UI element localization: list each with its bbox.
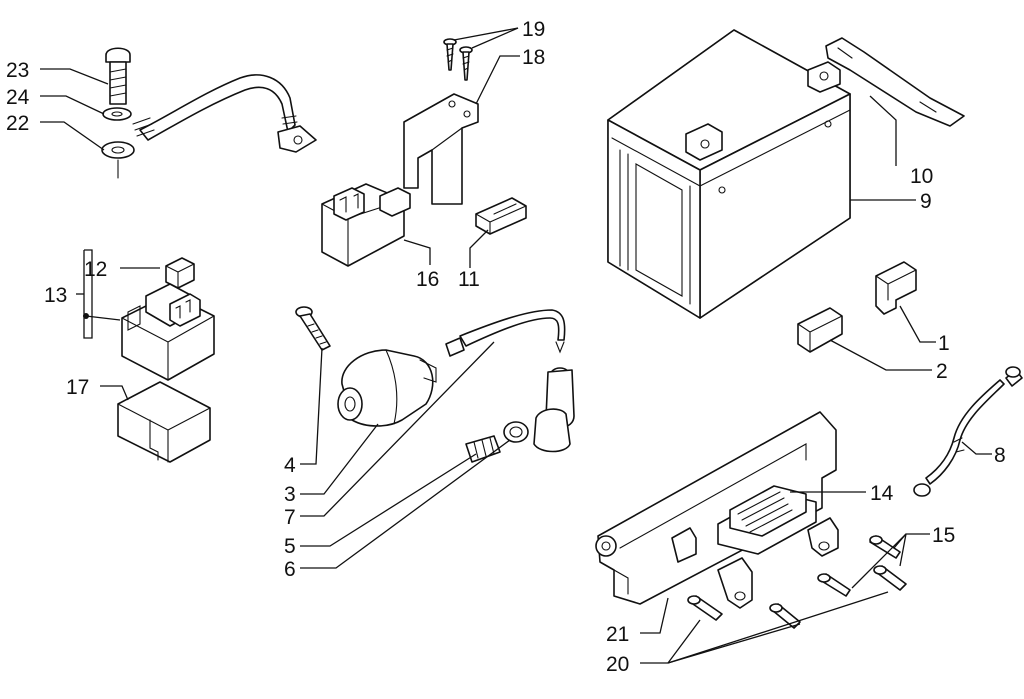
callout-7: 7 (284, 506, 296, 529)
callout-15: 15 (932, 524, 955, 547)
callout-5: 5 (284, 535, 296, 558)
screw-15b (873, 565, 907, 591)
callout-8: 8 (994, 444, 1006, 467)
boot-6 (503, 421, 529, 443)
callout-20: 20 (606, 653, 629, 676)
callout-3: 3 (284, 483, 296, 506)
relay-13 (121, 283, 215, 381)
ground-cable-assembly (132, 74, 317, 153)
cable-8 (913, 366, 1023, 497)
callout-13: 13 (44, 284, 67, 307)
regulator-14 (717, 485, 817, 555)
screw-19a (443, 38, 457, 71)
bolt-23 (105, 47, 131, 105)
washer-22 (101, 141, 135, 179)
cover-17 (117, 381, 211, 463)
screw-15a (869, 535, 901, 559)
washer-24 (102, 107, 132, 121)
bracket-18 (403, 93, 479, 205)
callout-4: 4 (284, 454, 296, 477)
callout-19: 19 (522, 18, 545, 41)
callout-22: 22 (6, 112, 29, 135)
callout-24: 24 (6, 86, 30, 109)
strap-10 (825, 37, 965, 127)
coil-3 (337, 349, 437, 427)
plate-21 (595, 411, 839, 609)
connector-1 (875, 261, 917, 315)
ht-lead-7 (445, 309, 566, 357)
leader-lines (40, 27, 992, 664)
spark-cap-5 (533, 367, 575, 453)
callout-16: 16 (416, 268, 439, 291)
screw-15c (817, 573, 851, 597)
callout-9: 9 (920, 190, 932, 213)
callout-1: 1 (938, 332, 950, 355)
suppressor (465, 435, 501, 463)
callout-labels: 1 2 3 4 5 6 7 8 9 10 11 12 13 14 15 16 1… (6, 18, 1006, 676)
callout-11: 11 (458, 268, 480, 291)
callout-18: 18 (522, 46, 545, 69)
callout-14: 14 (870, 482, 894, 505)
screw-20a (687, 595, 723, 621)
callout-6: 6 (284, 558, 296, 581)
block-2 (797, 307, 843, 353)
bolt-4 (295, 306, 331, 351)
battery-9 (607, 29, 851, 319)
callout-23: 23 (6, 59, 29, 82)
connector-12 (165, 257, 195, 289)
callout-17: 17 (66, 376, 89, 399)
module-16 (321, 183, 411, 267)
callout-2: 2 (936, 360, 948, 383)
callout-12: 12 (84, 258, 107, 281)
callout-10: 10 (910, 165, 933, 188)
fuse-11 (475, 197, 527, 235)
callout-21: 21 (606, 623, 629, 646)
screw-20b (769, 603, 801, 629)
screw-19b (459, 46, 473, 81)
